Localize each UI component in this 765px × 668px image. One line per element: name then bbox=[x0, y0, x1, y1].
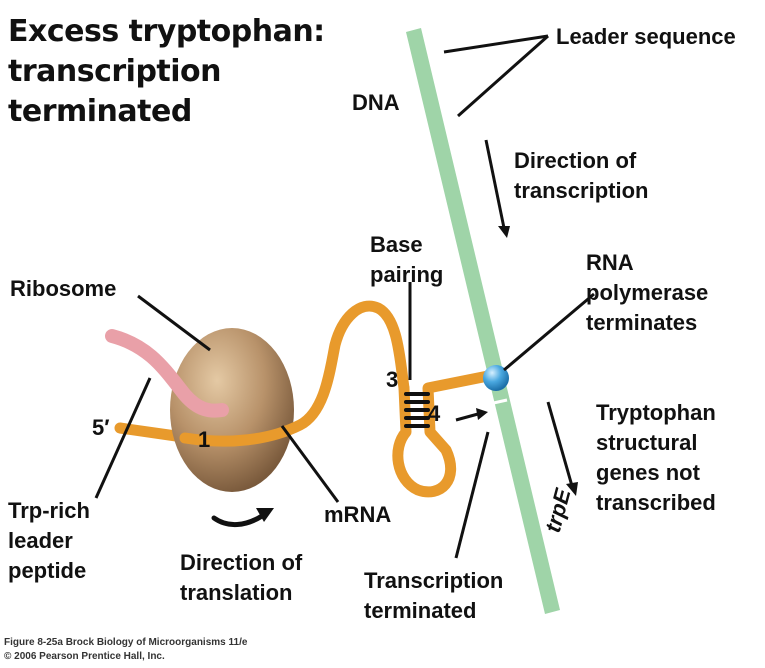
label-region-1: 1 bbox=[198, 427, 211, 452]
label-direction-of-translation: Direction of translation bbox=[180, 550, 303, 605]
structural-genes-arrow bbox=[546, 401, 574, 487]
region-4-arrowhead bbox=[476, 408, 488, 420]
label-region-3: 3 bbox=[386, 367, 399, 392]
label-dna: DNA bbox=[352, 90, 400, 115]
label-rna-polymerase-terminates: RNA polymerase terminates bbox=[586, 250, 709, 335]
direction-of-transcription-arrow bbox=[484, 139, 506, 229]
mrna-strand bbox=[179, 300, 410, 447]
label-five-prime: 5′ bbox=[92, 415, 110, 440]
dna-strand bbox=[406, 28, 560, 614]
label-mrna: mRNA bbox=[324, 502, 392, 527]
ribosome bbox=[170, 328, 294, 492]
label-leader-sequence: Leader sequence bbox=[556, 24, 736, 49]
direction-of-translation-arrowhead bbox=[256, 508, 274, 522]
page-title: Excess tryptophan: transcription termina… bbox=[8, 14, 325, 129]
copyright-caption: © 2006 Pearson Prentice Hall, Inc. bbox=[4, 651, 165, 662]
structural-genes-arrowhead bbox=[566, 482, 578, 496]
label-ribosome: Ribosome bbox=[10, 276, 117, 301]
base-pairing-rungs bbox=[404, 392, 430, 428]
label-transcription-terminated: Transcription terminated bbox=[364, 568, 504, 623]
direction-of-translation-arrow bbox=[211, 513, 265, 527]
direction-of-transcription-arrowhead bbox=[498, 226, 510, 238]
label-direction-of-transcription: Direction of transcription bbox=[514, 148, 649, 203]
leader-lines bbox=[94, 34, 595, 559]
region-4-arrow bbox=[455, 412, 479, 422]
label-region-4: 4 bbox=[428, 401, 441, 426]
label-trp-rich-leader-peptide: Trp-rich leader peptide bbox=[8, 498, 90, 583]
label-base-pairing: Base pairing bbox=[370, 232, 444, 287]
figure-caption: Figure 8-25a Brock Biology of Microorgan… bbox=[4, 637, 248, 648]
dna-break bbox=[488, 398, 508, 406]
rna-polymerase bbox=[483, 365, 509, 391]
trp-rich-leader-peptide bbox=[105, 329, 229, 418]
label-tryptophan-structural-genes: Tryptophan structural genes not transcri… bbox=[596, 400, 716, 515]
mrna-hairpin-left bbox=[392, 370, 494, 498]
